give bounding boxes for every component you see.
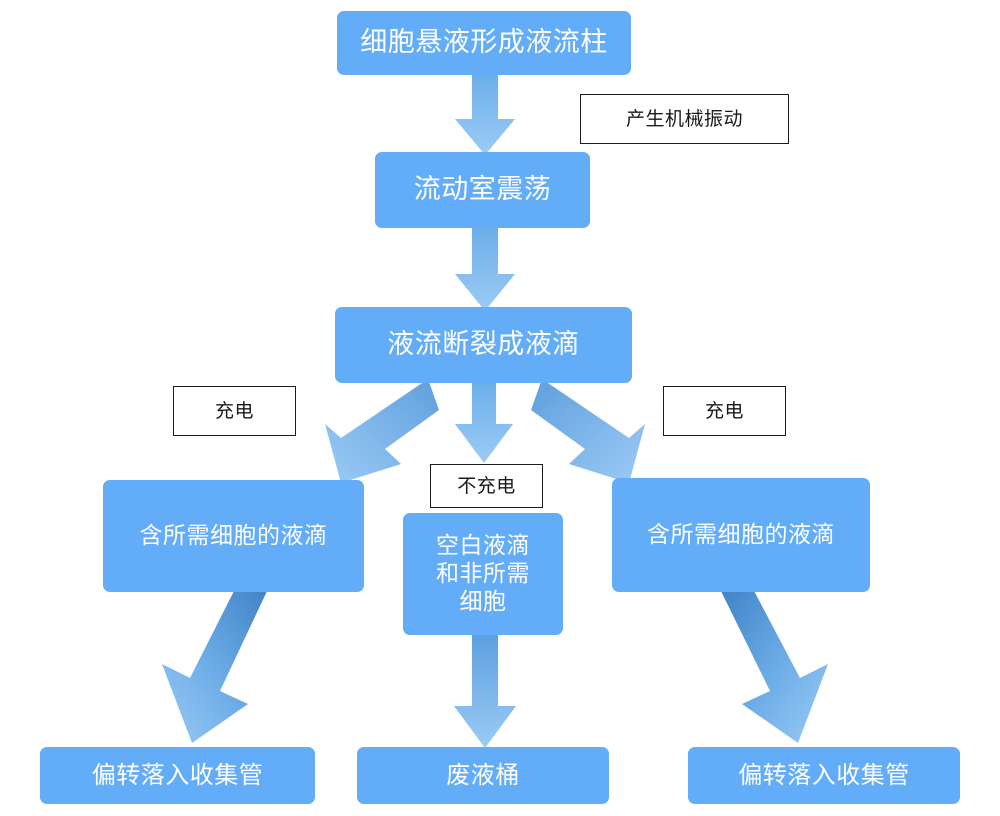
arrow-down-n1-n2 [445,72,525,156]
arrow-down-n3-n5 [447,380,521,464]
node-blank-droplet-and-unwanted-cells[interactable]: 空白液滴 和非所需 细胞 [403,513,563,635]
node-waste-container[interactable]: 废液桶 [357,747,609,804]
node-droplet-with-target-cells-right[interactable]: 含所需细胞的液滴 [612,478,870,592]
annotation-mechanical-vibration[interactable]: 产生机械振动 [580,94,789,144]
arrow-diagonal-n3-n6 [530,378,665,493]
node-droplet-with-target-cells-left[interactable]: 含所需细胞的液滴 [103,480,364,592]
arrow-diagonal-n6-n9 [700,588,840,753]
arrow-down-n2-n3 [445,226,525,312]
node-deflected-into-collection-tube-left[interactable]: 偏转落入收集管 [40,747,315,804]
annotation-charge-right[interactable]: 充电 [663,386,786,436]
annotation-no-charge[interactable]: 不充电 [430,464,543,508]
arrow-diagonal-n3-n4 [305,378,440,493]
node-cell-suspension-stream[interactable]: 细胞悬液形成液流柱 [337,11,631,75]
arrow-down-n5-n8 [445,634,525,750]
annotation-charge-left[interactable]: 充电 [173,386,296,436]
node-stream-breaks-into-droplets[interactable]: 液流断裂成液滴 [335,307,632,383]
arrow-diagonal-n4-n7 [150,588,285,753]
node-flow-chamber-vibration[interactable]: 流动室震荡 [375,152,590,228]
node-deflected-into-collection-tube-right[interactable]: 偏转落入收集管 [688,747,960,804]
